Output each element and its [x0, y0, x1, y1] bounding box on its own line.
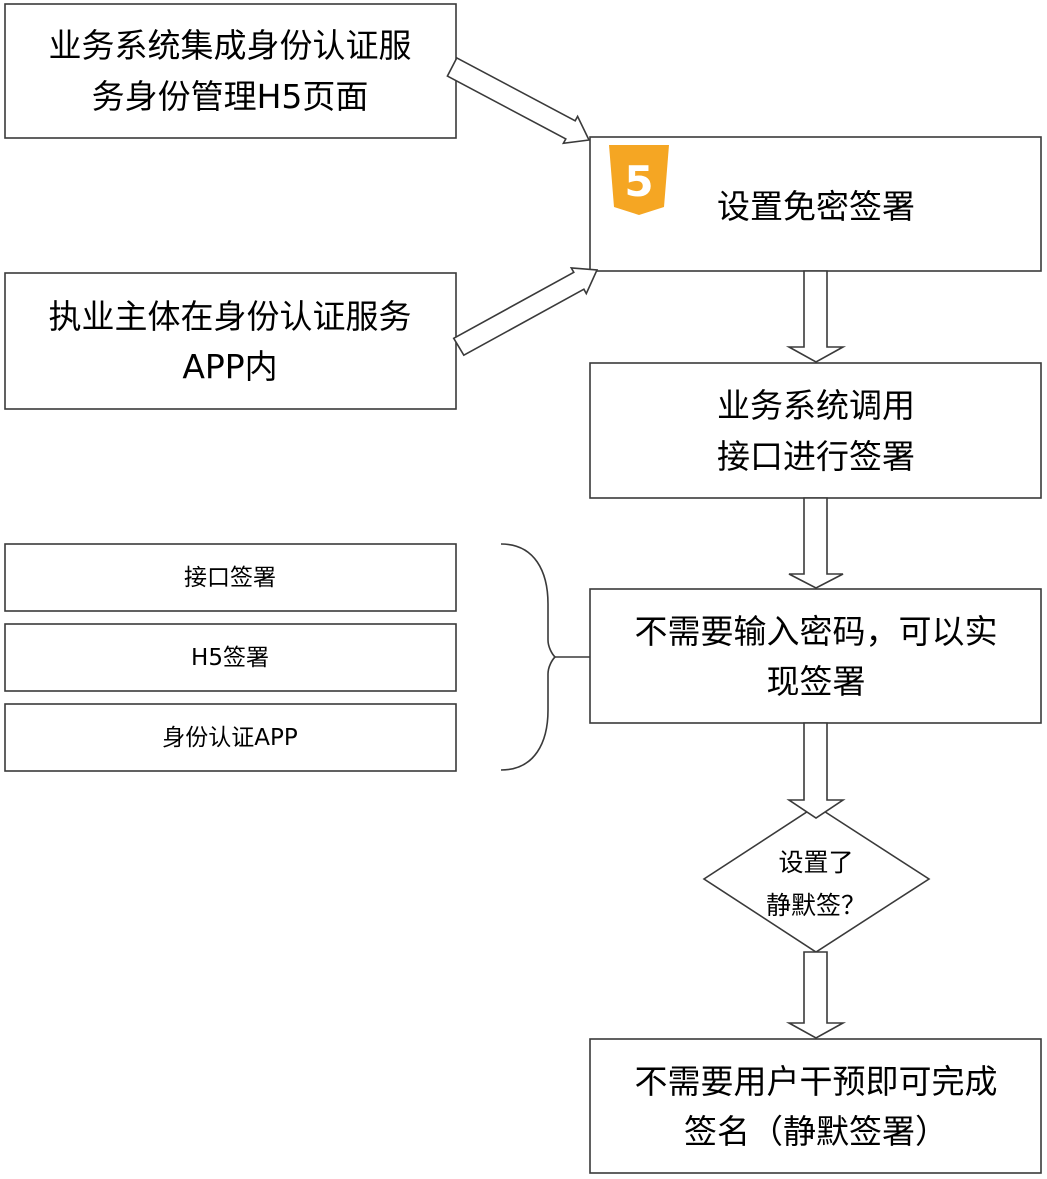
set-exempt-label: 设置免密签署: [717, 187, 915, 226]
arrow-from-h5: [446, 56, 591, 145]
arrow-no-password-to-decision: [786, 722, 846, 819]
html5-icon-glyph: 5: [624, 157, 653, 206]
no-password-node: 不需要输入密码，可以实 现签署: [589, 588, 1042, 724]
source-app-node: 执业主体在身份认证服务 APP内: [4, 272, 457, 410]
arrow-api-to-no-password: [788, 497, 844, 589]
source-app-line-2: APP内: [182, 347, 277, 386]
set-exempt-node: 设置免密签署: [589, 136, 1042, 272]
decision-line-1: 设置了: [778, 848, 853, 877]
decision-line-2: 静默签？: [766, 891, 866, 920]
arrow-from-app: [452, 266, 599, 357]
silent-sign-node: 不需要用户干预即可完成 签名（静默签署）: [589, 1038, 1042, 1174]
method-api-sign: 接口签署: [184, 565, 276, 591]
method-h5-sign: H5签署: [191, 645, 269, 671]
api-call-line-1: 业务系统调用: [717, 386, 915, 425]
api-call-line-2: 接口进行签署: [717, 437, 915, 476]
source-h5-line-1: 业务系统集成身份认证服: [49, 26, 412, 65]
silent-sign-line-2: 签名（静默签署）: [684, 1112, 948, 1151]
source-app-line-1: 执业主体在身份认证服务: [49, 297, 412, 336]
method-list: 接口签署 H5签署 身份认证APP: [4, 543, 457, 772]
arrow-decision-to-silent: [785, 951, 847, 1039]
method-brace: [500, 543, 590, 771]
api-call-node: 业务系统调用 接口进行签署: [589, 362, 1042, 499]
source-h5-line-2: 务身份管理H5页面: [92, 77, 369, 116]
no-password-line-1: 不需要输入密码，可以实: [635, 612, 998, 651]
arrow-set-to-api: [785, 270, 847, 363]
silent-sign-line-1: 不需要用户干预即可完成: [635, 1062, 998, 1101]
decision-node: 设置了 静默签？: [702, 805, 931, 953]
source-h5-node: 业务系统集成身份认证服 务身份管理H5页面: [4, 3, 457, 139]
no-password-line-2: 现签署: [767, 662, 866, 701]
html5-icon: 5: [609, 145, 669, 215]
method-identity-app: 身份认证APP: [162, 725, 298, 751]
